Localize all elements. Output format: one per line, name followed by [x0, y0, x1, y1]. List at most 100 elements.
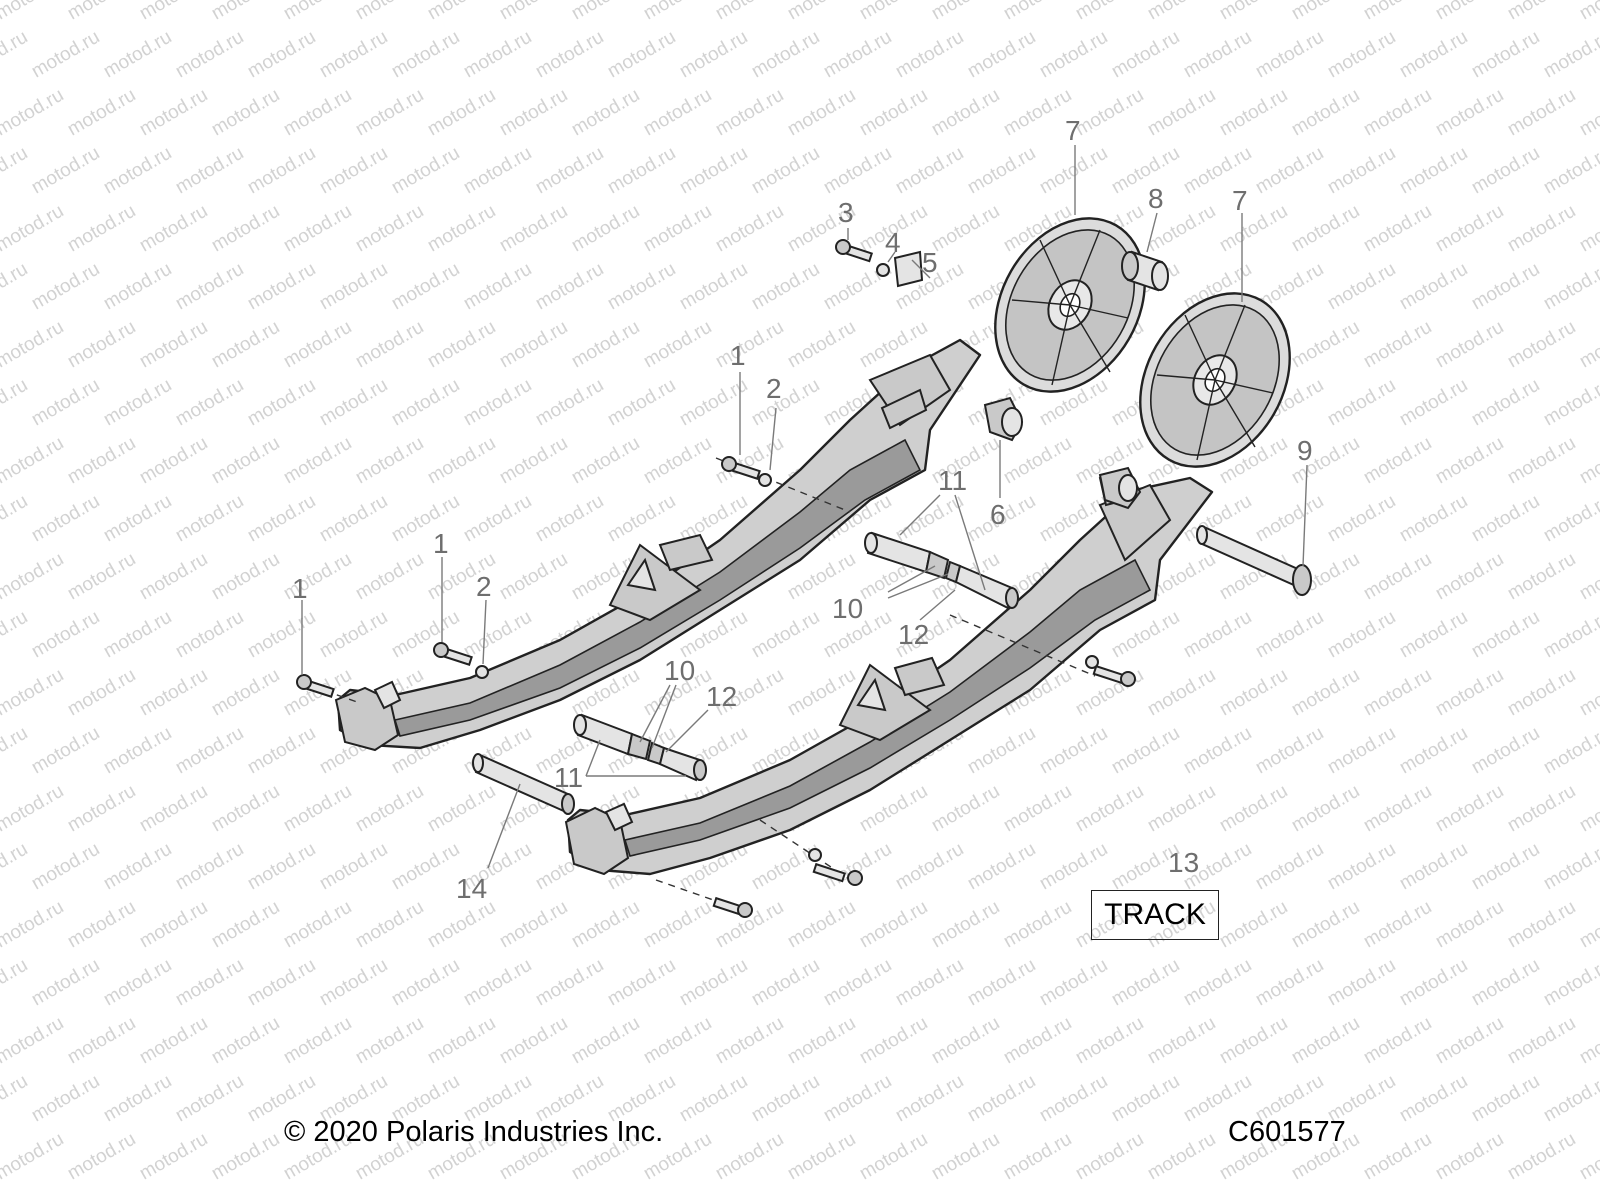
watermark-text: motod.ru: [100, 1071, 175, 1127]
watermark-text: motod.ru: [496, 1013, 571, 1069]
watermark-text: motod.ru: [1360, 549, 1435, 605]
watermark-text: motod.ru: [1036, 723, 1111, 779]
watermark-text: motod.ru: [316, 259, 391, 315]
track-label-box: TRACK: [1091, 890, 1219, 940]
watermark-text: motod.ru: [0, 665, 67, 721]
watermark-text: motod.ru: [1540, 143, 1600, 199]
watermark-text: motod.ru: [928, 85, 1003, 141]
watermark-text: motod.ru: [532, 259, 607, 315]
watermark-text: motod.ru: [0, 317, 67, 373]
watermark-text: motod.ru: [496, 433, 571, 489]
watermark-text: motod.ru: [640, 317, 715, 373]
watermark-text: motod.ru: [136, 433, 211, 489]
watermark-text: motod.ru: [496, 897, 571, 953]
watermark-text: motod.ru: [1360, 317, 1435, 373]
watermark-text: motod.ru: [1144, 1013, 1219, 1069]
watermark-text: motod.ru: [1252, 955, 1327, 1011]
watermark-text: motod.ru: [856, 1013, 931, 1069]
watermark-text: motod.ru: [1324, 143, 1399, 199]
watermark-text: motod.ru: [1000, 433, 1075, 489]
watermark-text: motod.ru: [0, 27, 31, 83]
watermark-text: motod.ru: [820, 143, 895, 199]
watermark-text: motod.ru: [676, 955, 751, 1011]
watermark-text: motod.ru: [100, 259, 175, 315]
watermark-text: motod.ru: [208, 85, 283, 141]
shaft-14: [472, 753, 575, 815]
watermark-text: motod.ru: [172, 1071, 247, 1127]
watermark-text: motod.ru: [0, 201, 67, 257]
watermark-text: motod.ru: [568, 0, 643, 24]
watermark-text: motod.ru: [748, 607, 823, 663]
watermark-text: motod.ru: [316, 27, 391, 83]
watermark-text: motod.ru: [1576, 1013, 1600, 1069]
watermark-text: motod.ru: [1288, 317, 1363, 373]
watermark-text: motod.ru: [28, 375, 103, 431]
watermark-text: motod.ru: [856, 1129, 931, 1185]
watermark-text: motod.ru: [1216, 1013, 1291, 1069]
watermark-text: motod.ru: [1360, 0, 1435, 24]
watermark-text: motod.ru: [1432, 85, 1507, 141]
watermark-text: motod.ru: [64, 665, 139, 721]
watermark-text: motod.ru: [1432, 781, 1507, 837]
watermark-text: motod.ru: [1504, 665, 1579, 721]
watermark-text: motod.ru: [1000, 897, 1075, 953]
watermark-text: motod.ru: [0, 85, 67, 141]
watermark-text: motod.ru: [424, 897, 499, 953]
watermark-text: motod.ru: [712, 0, 787, 24]
watermark-text: motod.ru: [856, 85, 931, 141]
watermark-text: motod.ru: [244, 27, 319, 83]
watermark-text: motod.ru: [496, 317, 571, 373]
watermark-text: motod.ru: [1360, 1129, 1435, 1185]
watermark-text: motod.ru: [1216, 897, 1291, 953]
callout-10-upper: 10: [832, 593, 863, 624]
watermark-text: motod.ru: [568, 1013, 643, 1069]
watermark-text: motod.ru: [0, 839, 31, 895]
watermark-text: motod.ru: [352, 781, 427, 837]
watermark-text: motod.ru: [64, 781, 139, 837]
watermark-text: motod.ru: [208, 433, 283, 489]
watermark-text: motod.ru: [1252, 27, 1327, 83]
watermark-text: motod.ru: [172, 259, 247, 315]
watermark-text: motod.ru: [748, 1071, 823, 1127]
watermark-text: motod.ru: [1072, 781, 1147, 837]
watermark-text: motod.ru: [604, 27, 679, 83]
watermark-text: motod.ru: [1072, 0, 1147, 24]
watermark-text: motod.ru: [1432, 201, 1507, 257]
watermark-text: motod.ru: [1072, 85, 1147, 141]
watermark-text: motod.ru: [424, 0, 499, 24]
watermark-text: motod.ru: [136, 317, 211, 373]
watermark-text: motod.ru: [1108, 143, 1183, 199]
callout-1-lower: 1: [292, 573, 308, 604]
watermark-text: motod.ru: [100, 839, 175, 895]
watermark-text: motod.ru: [1252, 723, 1327, 779]
watermark-text: motod.ru: [748, 27, 823, 83]
watermark-text: motod.ru: [172, 491, 247, 547]
watermark-text: motod.ru: [748, 839, 823, 895]
watermark-text: motod.ru: [1396, 375, 1471, 431]
watermark-text: motod.ru: [1216, 201, 1291, 257]
watermark-text: motod.ru: [604, 375, 679, 431]
axle-9: [1196, 525, 1312, 596]
watermark-text: motod.ru: [640, 201, 715, 257]
watermark-text: motod.ru: [208, 1013, 283, 1069]
watermark-text: motod.ru: [1324, 27, 1399, 83]
watermark-text: motod.ru: [1432, 1129, 1507, 1185]
watermark-text: motod.ru: [136, 85, 211, 141]
callout-12-lower: 12: [706, 681, 737, 712]
watermark-text: motod.ru: [1396, 607, 1471, 663]
watermark-text: motod.ru: [712, 1129, 787, 1185]
watermark-text: motod.ru: [820, 27, 895, 83]
watermark-text: motod.ru: [1180, 27, 1255, 83]
watermark-text: motod.ru: [64, 317, 139, 373]
watermark-text: motod.ru: [1540, 607, 1600, 663]
watermark-text: motod.ru: [1432, 317, 1507, 373]
watermark-text: motod.ru: [64, 897, 139, 953]
watermark-text: motod.ru: [1360, 433, 1435, 489]
watermark-text: motod.ru: [100, 143, 175, 199]
watermark-text: motod.ru: [1324, 375, 1399, 431]
watermark-text: motod.ru: [208, 1129, 283, 1185]
watermark-text: motod.ru: [1108, 955, 1183, 1011]
watermark-text: motod.ru: [496, 85, 571, 141]
watermark-text: motod.ru: [676, 143, 751, 199]
